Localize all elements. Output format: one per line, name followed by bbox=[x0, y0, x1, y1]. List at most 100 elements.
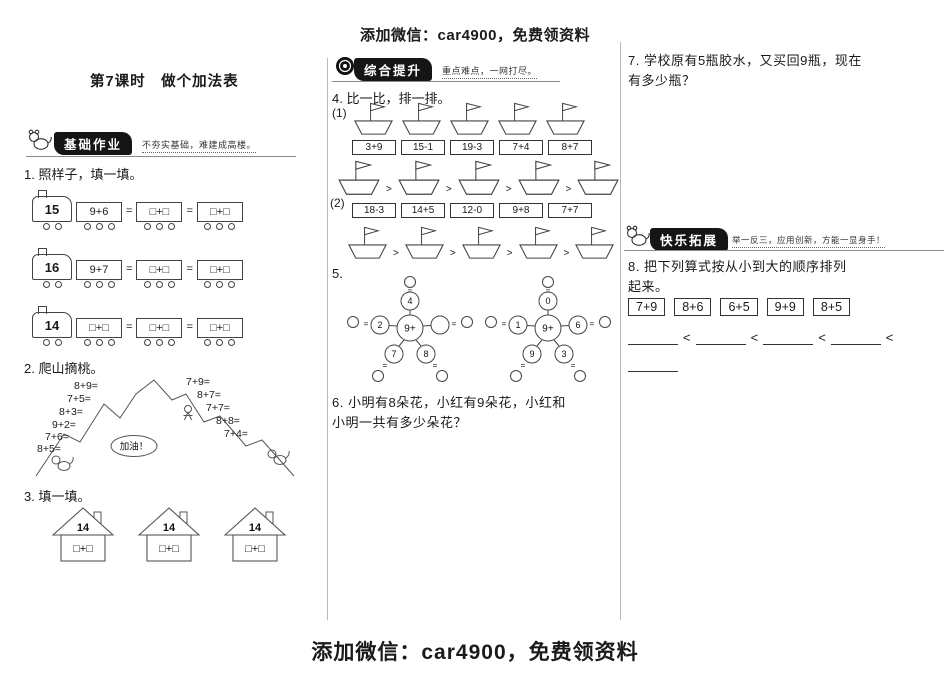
boat-icon bbox=[518, 160, 559, 195]
answer-blank bbox=[830, 330, 881, 345]
expression-row: 3+9 15-1 19-3 7+4 8+7 bbox=[352, 140, 592, 155]
q2-label: 2. 爬山摘桃。 bbox=[24, 361, 104, 376]
train-car: □+□ bbox=[196, 202, 243, 230]
q4-part1-label: (1) bbox=[332, 106, 347, 120]
answer-blank bbox=[695, 330, 746, 345]
equals-sign: = bbox=[521, 361, 526, 370]
expression-box: 7+7 bbox=[548, 203, 592, 218]
house-body-value: □+□ bbox=[73, 543, 93, 555]
equals-sign: = bbox=[546, 287, 551, 296]
tree-addend: 3 bbox=[561, 349, 566, 359]
boat-icon bbox=[354, 102, 393, 135]
equals-sign: = bbox=[383, 361, 388, 370]
answer-blank bbox=[628, 330, 678, 345]
answer-boat-row: > > > > bbox=[346, 224, 616, 260]
boat-icon bbox=[575, 226, 614, 259]
less-than-sign: < bbox=[885, 330, 894, 345]
comparison-sign: > bbox=[565, 184, 572, 195]
tree-addend: 1 bbox=[515, 320, 520, 330]
boat-icon bbox=[450, 102, 489, 135]
q6-text-line1: 6. 小明有8朵花，小红有9朵花，小红和 bbox=[332, 395, 566, 410]
expression-box: 15-1 bbox=[401, 140, 445, 155]
q8-label-line2: 起来。 bbox=[628, 279, 669, 294]
expression-box: 7+9 bbox=[628, 298, 666, 316]
equals-sign: = bbox=[433, 361, 438, 370]
mascot-icon bbox=[626, 225, 650, 246]
roof-value: 14 bbox=[77, 522, 90, 534]
equals-sign: = bbox=[571, 361, 576, 370]
answer-blank-row: < < < < bbox=[628, 330, 928, 372]
expression-box: 8+6 bbox=[674, 298, 712, 316]
q1-label: 1. 照样子，填一填。 bbox=[24, 167, 143, 182]
train-car: □+□ bbox=[136, 318, 183, 346]
section-rule bbox=[332, 81, 560, 82]
equals-sign: = bbox=[452, 320, 457, 329]
equals-sign: = bbox=[126, 263, 133, 275]
equals-sign: = bbox=[186, 205, 193, 217]
train-car: 9+6 bbox=[76, 202, 122, 230]
tree-addend: 9 bbox=[529, 349, 534, 359]
tree-center: 9+ bbox=[404, 324, 416, 335]
train-car: □+□ bbox=[136, 202, 183, 230]
tree-addend: 0 bbox=[545, 296, 550, 306]
equals-sign: = bbox=[502, 320, 507, 329]
page-title: 第7课时 做个加法表 bbox=[90, 74, 239, 90]
q3-label: 3. 填一填。 bbox=[24, 489, 91, 504]
column-divider bbox=[620, 42, 621, 620]
equals-sign: = bbox=[186, 321, 193, 333]
slope-expression: 8+8= bbox=[216, 415, 240, 427]
tree-addend: 7 bbox=[391, 349, 396, 359]
basic-badge-note: 不夯实基础，难建成高楼。 bbox=[142, 138, 257, 153]
slope-expression: 7+6= bbox=[45, 431, 69, 443]
equals-sign: = bbox=[126, 205, 133, 217]
comparison-sign: > bbox=[445, 184, 452, 195]
train-wheels bbox=[42, 223, 62, 230]
expression-box: 6+5 bbox=[720, 298, 758, 316]
engine-number: 15 bbox=[32, 190, 72, 222]
top-banner: 添加微信：car4900，免费领资料 bbox=[360, 27, 590, 44]
less-than-sign: < bbox=[818, 330, 826, 345]
q6-text-line2: 小明一共有多少朵花？ bbox=[332, 415, 468, 430]
house-figure: 14 □+□ bbox=[51, 507, 115, 562]
boat-icon bbox=[498, 102, 537, 135]
slope-expression: 7+4= bbox=[224, 428, 248, 440]
comparison-sign: > bbox=[386, 184, 392, 195]
train-car: □+□ bbox=[196, 260, 243, 288]
section-rule bbox=[624, 250, 944, 251]
flag-oval bbox=[110, 435, 158, 457]
comparison-sign: > bbox=[506, 248, 513, 259]
monkey-icon bbox=[51, 455, 74, 471]
tree-addend: 2 bbox=[377, 320, 382, 330]
expression-row: 7+9 8+6 6+5 9+9 8+5 bbox=[628, 298, 851, 316]
answer-blank bbox=[628, 357, 678, 372]
expression-box: 8+7 bbox=[548, 140, 592, 155]
house-figure: 14 □+□ bbox=[223, 507, 287, 562]
less-than-sign: < bbox=[750, 330, 759, 345]
slope-expression: 8+7= bbox=[197, 389, 221, 401]
house-body-value: □+□ bbox=[159, 543, 179, 555]
engine-number: 14 bbox=[32, 306, 72, 338]
slope-expression: 8+9= bbox=[74, 380, 98, 392]
tree-addend: 8 bbox=[423, 349, 428, 359]
roof-value: 14 bbox=[163, 522, 176, 534]
train-row: 14 □+□ = □+□ = □+□ bbox=[32, 306, 243, 346]
slope-expression: 7+7= bbox=[206, 402, 230, 414]
section-rule bbox=[26, 156, 296, 157]
mountain-figure: 加油！ bbox=[35, 379, 295, 477]
train-row: 16 9+7 = □+□ = □+□ bbox=[32, 248, 243, 288]
comparison-sign: > bbox=[505, 184, 512, 195]
boost-badge-note: 重点难点，一网打尽。 bbox=[442, 64, 538, 79]
boat-icon bbox=[338, 160, 380, 195]
train-engine: 14 bbox=[32, 306, 72, 346]
house-body-value: □+□ bbox=[245, 543, 265, 555]
q4-label: 4. 比一比，排一排。 bbox=[332, 91, 451, 106]
boat-icon bbox=[458, 160, 500, 195]
boat-icon bbox=[546, 102, 585, 135]
q7-text-line1: 7. 学校原有5瓶胶水，又买回9瓶，现在 bbox=[628, 53, 862, 68]
slope-expression: 8+3= bbox=[59, 406, 83, 418]
fun-badge-note: 举一反三，应用创新，方能一显身手！ bbox=[732, 234, 886, 248]
slope-expression: 7+5= bbox=[67, 393, 91, 405]
equals-sign: = bbox=[186, 263, 193, 275]
answer-blank bbox=[763, 330, 814, 345]
